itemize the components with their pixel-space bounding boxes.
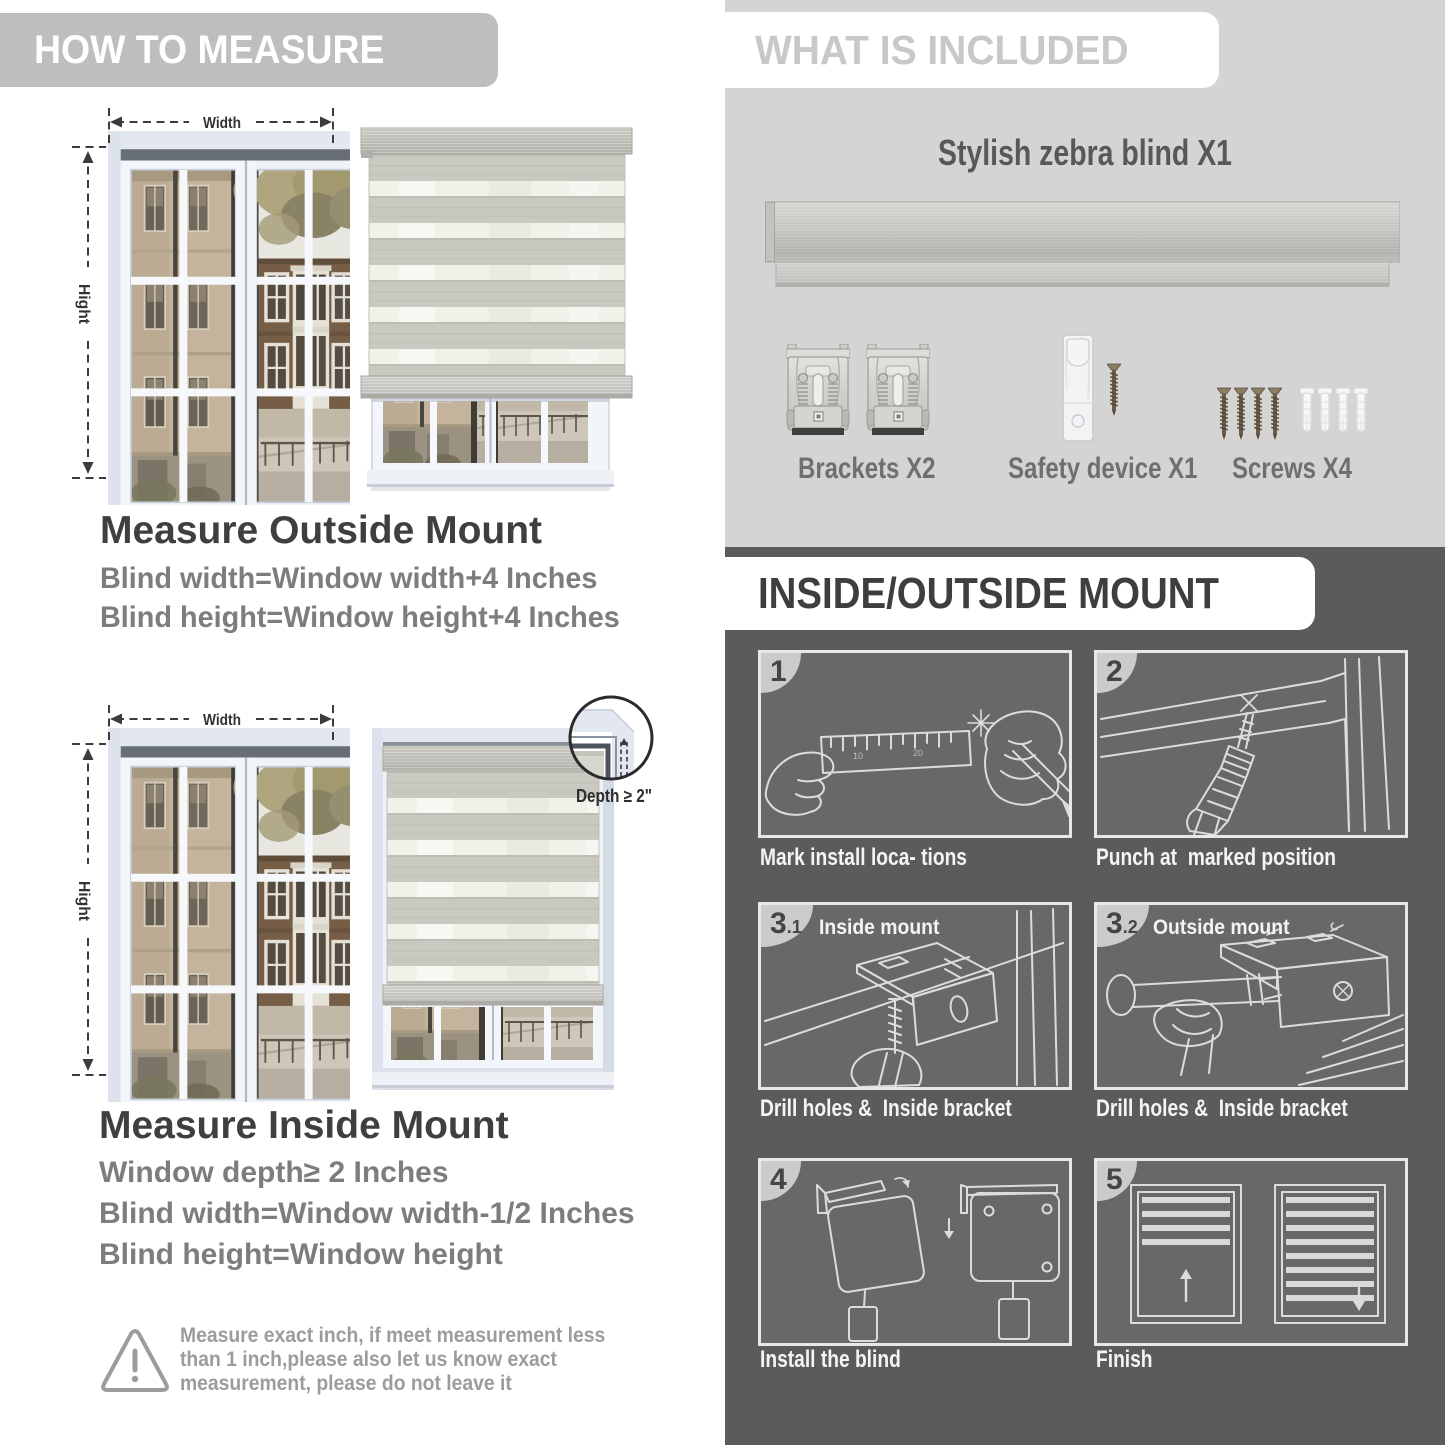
inside-mount-rule-height: Blind height=Window height — [99, 1238, 503, 1271]
depth-label: Depth ≥ 2" — [576, 786, 652, 806]
inside-mount-rule-width: Blind width=Window width-1/2 Inches — [99, 1197, 635, 1230]
step-3-1-art — [764, 908, 1064, 1087]
screws-label: Screws X4 — [1231, 452, 1353, 485]
step-5-caption: Finish — [1096, 1346, 1153, 1373]
step-3-2-panel: 3.2 Outside mount — [1094, 902, 1408, 1090]
step-3-2-number: 3 — [1106, 907, 1123, 940]
step-4-caption: Install the blind — [760, 1346, 901, 1373]
screws-image — [1217, 387, 1369, 441]
what-is-included-label: WHAT IS INCLUDED — [755, 27, 1129, 73]
inside-mount-heading: Measure Inside Mount — [99, 1104, 509, 1147]
step-3-1-title: Inside mount — [819, 915, 940, 939]
step-3-1-number: 3 — [770, 907, 787, 940]
outside-mount-blind-illustration — [360, 127, 633, 491]
warning-note-line3: measurement, please do not leave it — [180, 1372, 512, 1395]
how-to-measure-label: HOW TO MEASURE — [34, 28, 385, 72]
warning-note-line2: than 1 inch,please also let us know exac… — [180, 1348, 557, 1371]
blind-title: Stylish zebra blind X1 — [938, 132, 1232, 173]
step-3-1-panel: 3.1 Inside mount — [758, 902, 1072, 1090]
inside-outside-mount-header: INSIDE/OUTSIDE MOUNT — [725, 557, 1315, 630]
step-5-art — [1130, 1184, 1386, 1324]
headrail-image — [765, 201, 1400, 287]
how-to-measure-header: HOW TO MEASURE — [0, 13, 498, 87]
step-4-art — [816, 1177, 1060, 1342]
brackets-image — [786, 344, 930, 436]
inside-mount-rule-depth: Window depth≥ 2 Inches — [99, 1156, 449, 1189]
ruler-mark-10: 10 — [853, 751, 863, 761]
what-is-included-header: WHAT IS INCLUDED — [725, 12, 1219, 88]
step-1-panel: 10 20 1 — [758, 650, 1072, 838]
step-2-art — [1100, 656, 1390, 835]
height-label: Hight — [75, 284, 92, 325]
step-3-2-title: Outside mount — [1153, 915, 1290, 939]
step-5-number: 5 — [1106, 1163, 1123, 1196]
step-4-badge: 4 — [761, 1161, 801, 1201]
step-1-badge: 1 — [761, 653, 801, 693]
step-3-2-caption: Drill holes & Inside bracket — [1096, 1095, 1348, 1122]
safety-device-label: Safety device X1 — [1008, 452, 1198, 485]
height-label: Hight — [75, 881, 92, 922]
step-1-caption: Mark install loca- tions — [760, 844, 967, 871]
outside-mount-heading: Measure Outside Mount — [100, 509, 543, 552]
step-4-panel: 4 — [758, 1158, 1072, 1346]
what-is-included-panel: WHAT IS INCLUDED Stylish zebra blind X1 — [725, 0, 1445, 547]
safety-device-image — [1062, 334, 1121, 442]
width-label: Width — [203, 115, 241, 132]
warning-note-line1: Measure exact inch, if meet measurement … — [180, 1324, 606, 1347]
step-3-1-number-suffix: .1 — [786, 917, 802, 937]
step-2-panel: 2 — [1094, 650, 1408, 838]
warning-triangle-icon — [101, 1329, 169, 1392]
step-2-number: 2 — [1106, 655, 1123, 688]
step-4-number: 4 — [770, 1163, 787, 1196]
inside-mount-blind-illustration: Depth ≥ 2" — [371, 695, 654, 1090]
step-3-1-caption: Drill holes & Inside bracket — [760, 1095, 1012, 1122]
step-3-2-number-suffix: .2 — [1122, 917, 1138, 937]
step-3-1-badge: 3.1 — [761, 905, 813, 947]
step-5-panel: 5 — [1094, 1158, 1408, 1346]
width-label: Width — [203, 712, 241, 729]
step-3-2-art — [1106, 922, 1404, 1086]
outside-mount-window-illustration: Width Hight — [72, 108, 350, 505]
ruler-mark-20: 20 — [913, 748, 923, 758]
outside-mount-rule-width: Blind width=Window width+4 Inches — [100, 562, 598, 595]
step-2-caption: Punch at marked position — [1096, 844, 1337, 871]
inside-outside-mount-label: INSIDE/OUTSIDE MOUNT — [758, 569, 1219, 618]
step-1-number: 1 — [770, 655, 787, 688]
inside-mount-window-illustration: Width Hight — [72, 705, 350, 1102]
outside-mount-rule-height: Blind height=Window height+4 Inches — [100, 601, 620, 634]
step-1-art: 10 20 — [764, 709, 1069, 817]
inside-outside-mount-panel: INSIDE/OUTSIDE MOUNT 10 20 1 Mark instal… — [725, 547, 1445, 1445]
brackets-label: Brackets X2 — [798, 452, 936, 485]
